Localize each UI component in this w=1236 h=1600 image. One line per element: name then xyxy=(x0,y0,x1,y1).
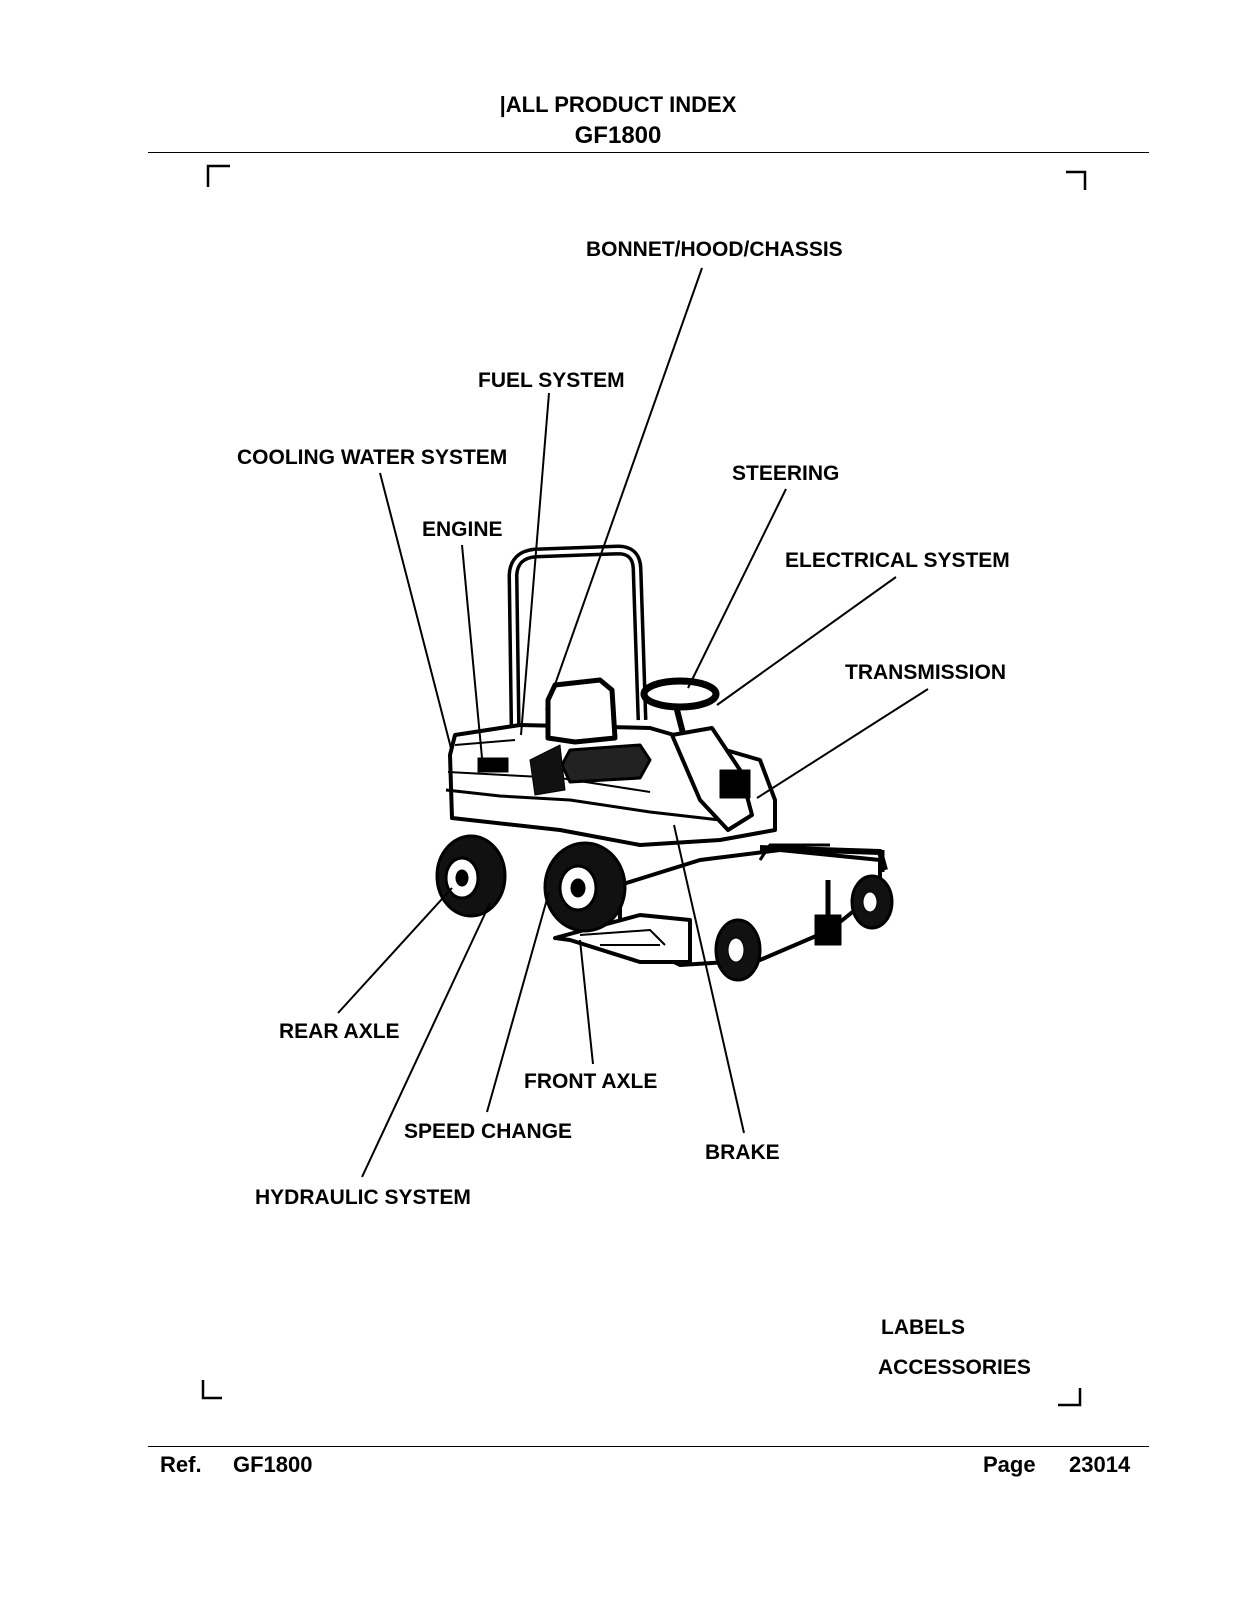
footer-ref-value: GF1800 xyxy=(233,1452,313,1477)
label-brake[interactable]: BRAKE xyxy=(705,1141,780,1164)
index-title: |ALL PRODUCT INDEX xyxy=(499,92,737,117)
label-transmission[interactable]: TRANSMISSION xyxy=(845,661,1007,684)
label-engine[interactable]: ENGINE xyxy=(422,518,503,541)
crop-marks xyxy=(201,164,1087,1407)
label-hydraulic-system[interactable]: HYDRAULIC SYSTEM xyxy=(255,1186,471,1209)
label-accessories[interactable]: ACCESSORIES xyxy=(878,1356,1031,1379)
label-labels[interactable]: LABELS xyxy=(881,1316,965,1339)
leader-lines xyxy=(337,267,929,1178)
model-title: GF1800 xyxy=(574,122,662,149)
footer-page-value: 23014 xyxy=(1069,1452,1131,1477)
label-rear-axle[interactable]: REAR AXLE xyxy=(279,1020,400,1043)
footer-ref-label: Ref. xyxy=(160,1452,202,1477)
footer-page-label: Page xyxy=(983,1452,1036,1477)
label-cooling-water-system[interactable]: COOLING WATER SYSTEM xyxy=(237,446,508,469)
header-rule xyxy=(148,152,1149,153)
riding-mower-illustration xyxy=(435,544,894,982)
label-bonnet-hood-chassis[interactable]: BONNET/HOOD/CHASSIS xyxy=(586,238,843,261)
label-front-axle[interactable]: FRONT AXLE xyxy=(524,1070,658,1093)
label-electrical-system[interactable]: ELECTRICAL SYSTEM xyxy=(785,549,1010,572)
label-fuel-system[interactable]: FUEL SYSTEM xyxy=(478,369,625,392)
label-speed-change[interactable]: SPEED CHANGE xyxy=(404,1120,573,1143)
label-steering[interactable]: STEERING xyxy=(732,462,840,485)
footer-rule xyxy=(148,1446,1149,1447)
